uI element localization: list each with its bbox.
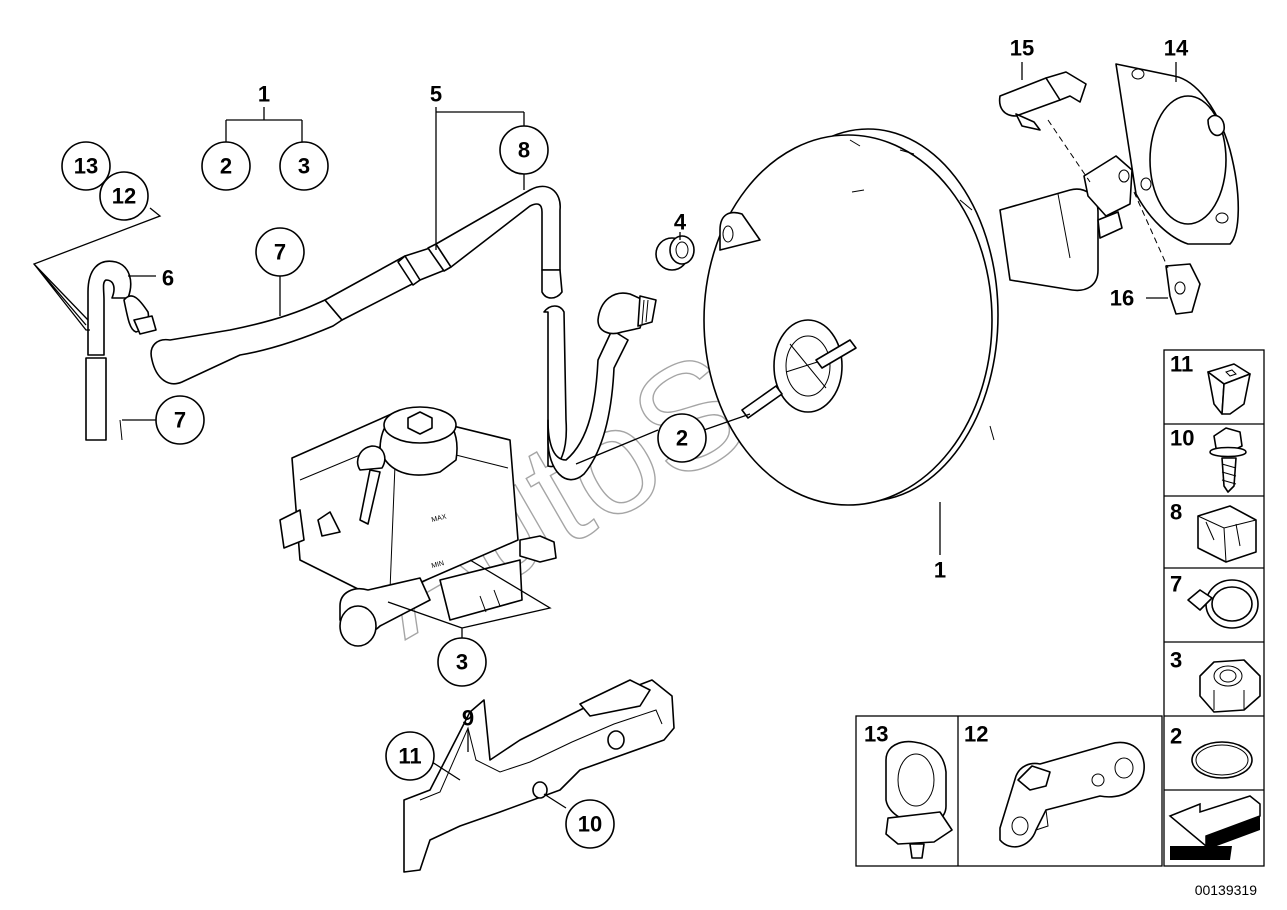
label-15: 15 <box>1010 36 1034 61</box>
legend-item-8: 8 <box>1170 500 1257 563</box>
svg-text:8: 8 <box>1170 500 1182 525</box>
svg-text:10: 10 <box>578 812 602 837</box>
legend-item-13: 13 <box>864 722 953 859</box>
legend-item-11: 11 <box>1170 352 1251 415</box>
svg-text:12: 12 <box>964 722 988 747</box>
diagram-id: 00139319 <box>1194 882 1257 898</box>
svg-text:7: 7 <box>1170 572 1182 597</box>
grommet-4 <box>655 235 695 271</box>
svg-text:7: 7 <box>274 240 286 265</box>
label-6: 6 <box>162 266 174 291</box>
bracket-assembly <box>998 63 1240 315</box>
callout-13: 13 <box>61 141 111 191</box>
svg-text:10: 10 <box>1170 426 1194 451</box>
legend-column: 11 10 8 <box>1163 349 1265 867</box>
legend-item-12: 12 <box>964 722 1145 848</box>
hose-clamp-icon <box>1187 579 1259 629</box>
callout-2-mid: 2 <box>657 413 707 463</box>
callout-2-top: 2 <box>201 141 251 191</box>
small-hose <box>85 260 157 441</box>
callout-10: 10 <box>565 799 615 849</box>
svg-text:11: 11 <box>1170 352 1193 377</box>
label-16: 16 <box>1110 286 1134 311</box>
svg-text:11: 11 <box>398 744 421 769</box>
support-bracket <box>403 679 675 873</box>
legend-item-7: 7 <box>1170 572 1259 629</box>
expanding-nut-icon <box>1207 363 1251 415</box>
svg-text:13: 13 <box>864 722 888 747</box>
legend-item-2: 2 <box>1170 724 1253 779</box>
legend-row: 13 12 <box>855 715 1163 867</box>
svg-text:13: 13 <box>74 154 98 179</box>
label-14: 14 <box>1164 36 1189 61</box>
label-5: 5 <box>430 82 442 107</box>
hex-nut-icon <box>1199 659 1261 713</box>
svg-text:3: 3 <box>298 154 310 179</box>
callout-7-lower: 7 <box>155 395 205 445</box>
callout-3-low: 3 <box>437 637 487 687</box>
direction-arrow-icon <box>1168 795 1261 860</box>
callout-7-upper: 7 <box>255 227 305 277</box>
svg-text:2: 2 <box>220 154 232 179</box>
callout-12: 12 <box>99 171 149 221</box>
clip-icon <box>885 740 953 859</box>
brake-booster <box>703 128 1123 506</box>
label-4: 4 <box>674 210 687 235</box>
o-ring-icon <box>1191 741 1253 779</box>
legend-item-arrow <box>1168 795 1261 860</box>
svg-text:12: 12 <box>112 184 136 209</box>
grommet-icon <box>1197 505 1257 563</box>
bracket-plate-icon <box>999 741 1145 848</box>
label-1-top: 1 <box>258 82 270 107</box>
max-mark: MAX <box>431 513 448 524</box>
svg-text:3: 3 <box>1170 648 1182 673</box>
min-mark: MIN <box>431 560 445 570</box>
leader-lines <box>32 62 1177 809</box>
svg-text:7: 7 <box>174 408 186 433</box>
master-cylinder: MAX MIN <box>279 406 557 647</box>
svg-text:3: 3 <box>456 650 468 675</box>
svg-text:2: 2 <box>1170 724 1182 749</box>
legend-item-3: 3 <box>1170 648 1261 713</box>
callout-3-top: 3 <box>279 141 329 191</box>
label-1-lower: 1 <box>934 558 946 583</box>
callout-11: 11 <box>385 731 435 781</box>
hex-collar-screw-icon <box>1209 427 1247 493</box>
label-9: 9 <box>462 706 474 731</box>
svg-text:2: 2 <box>676 426 688 451</box>
vacuum-hose <box>150 185 657 481</box>
svg-text:8: 8 <box>518 138 530 163</box>
legend-item-10: 10 <box>1170 426 1247 493</box>
callout-8: 8 <box>499 125 549 175</box>
